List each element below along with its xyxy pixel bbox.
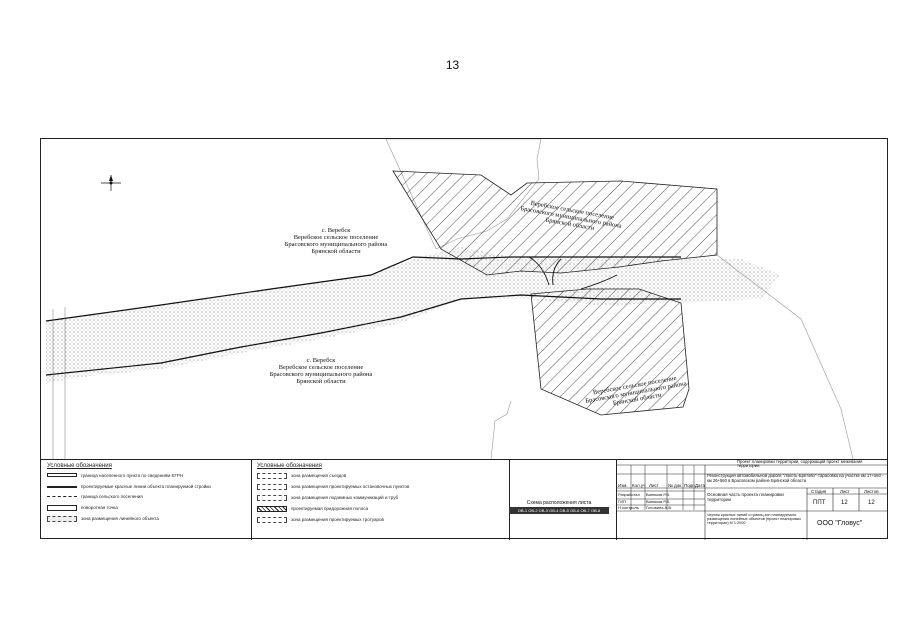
drawing-sheet: с. Веребск Веребское сельское поселение … [40, 138, 888, 540]
red-line-upper [45, 256, 681, 322]
stage-value: ППТ [813, 500, 826, 506]
label-village-upper: с. Веребск Веребское сельское поселение … [284, 227, 388, 255]
project-title: Проект планировки территории, содержащий… [737, 459, 863, 469]
drawing-title: Чертеж красных линий и границ зон планир… [707, 513, 801, 526]
swatch-border-settlement [47, 473, 77, 477]
object-title: Реконструкция автомобильной дороги "Локо… [707, 473, 884, 483]
sheet-title: Основная часть проекта планировки террит… [707, 492, 784, 502]
sheets-header: Листов [864, 489, 879, 494]
legend-right-item-3: проектируемая придорожная полоса [291, 506, 368, 511]
role-2: Н.контроль [618, 505, 639, 510]
sheet-layout-scheme: Схема расположения листа ОВ-1 ОВ-2 ОВ-3 … [509, 500, 609, 514]
legend-left-item-4: зона размещения линейного объекта [81, 516, 159, 521]
stage-header: Стадия [811, 489, 827, 494]
swatch-stops-zone [257, 484, 287, 490]
col-header-4: Подп. [684, 483, 696, 488]
legend-right-item-1: зона размещения проектируемых остановочн… [291, 484, 410, 489]
sheets-value: 12 [868, 500, 875, 506]
page-number: 13 [445, 58, 460, 72]
legend-right-title: Условные обозначения [257, 463, 322, 469]
col-header-2: Лист [649, 483, 659, 488]
col-header-1: Кол.уч [632, 483, 646, 488]
title-block: Проект планировки территории, содержащий… [616, 459, 888, 540]
legend-left-item-2: граница сельского поселения [81, 494, 143, 499]
swatch-red-lines [47, 486, 77, 488]
legend-left-title: Условные обозначения [47, 463, 112, 469]
swatch-sidewalks-zone [257, 517, 287, 523]
swatch-rural-border [47, 496, 77, 498]
swatch-exits-zone [257, 473, 287, 479]
legend-left-item-0: граница населенного пункта по сведениям … [81, 473, 184, 478]
company-name: ООО "Гловус" [817, 520, 863, 527]
name-1: Ванюков Р.В. [646, 499, 671, 504]
scheme-title: Схема расположения листа [526, 500, 592, 506]
swatch-roadside-strip [257, 506, 287, 512]
name-0: Ванюков Р.В. [646, 492, 671, 497]
scheme-bar: ОВ-1 ОВ-2 ОВ-3 ОВ-4 ОВ-5 ОВ-6 ОВ-7 ОВ-8 [509, 507, 609, 514]
col-header-5: Дата [695, 483, 705, 488]
col-header-0: Изм. [618, 483, 628, 488]
legend-right-item-2: зона размещения подземных коммуникаций и… [291, 495, 399, 500]
sheet-header: Лист [840, 489, 850, 494]
label-village-lower: с. Веребск Веребское сельское поселение … [269, 357, 373, 385]
junction-detail [528, 256, 618, 290]
legend-area: Условные обозначения граница населенного… [41, 459, 888, 540]
legend-right: Условные обозначения зона размещения съе… [251, 460, 510, 540]
role-0: Разработал [618, 492, 640, 497]
legend-left: Условные обозначения граница населенного… [41, 460, 252, 540]
legend-right-item-0: зона размещения съездов [291, 473, 347, 478]
north-arrow-icon [101, 175, 121, 191]
swatch-turning-point [47, 505, 77, 511]
plan-map [45, 139, 854, 459]
legend-right-item-4: зона размещения проектируемых тротуаров [291, 517, 384, 522]
boundary-lower [490, 400, 512, 459]
title-block-grid [617, 464, 888, 540]
swatch-linear-zone [47, 516, 77, 522]
col-header-3: № док. [668, 483, 683, 488]
red-line-lower [45, 294, 681, 376]
swatch-utilities-zone [257, 495, 287, 501]
name-2: Головина А.В. [646, 505, 673, 510]
legend-left-item-1: проектируемые красные линии объекта план… [81, 484, 211, 489]
role-1: ГИП [618, 499, 626, 504]
legend-left-item-3: поворотная точка [81, 505, 118, 510]
sheet-value: 12 [841, 500, 848, 506]
